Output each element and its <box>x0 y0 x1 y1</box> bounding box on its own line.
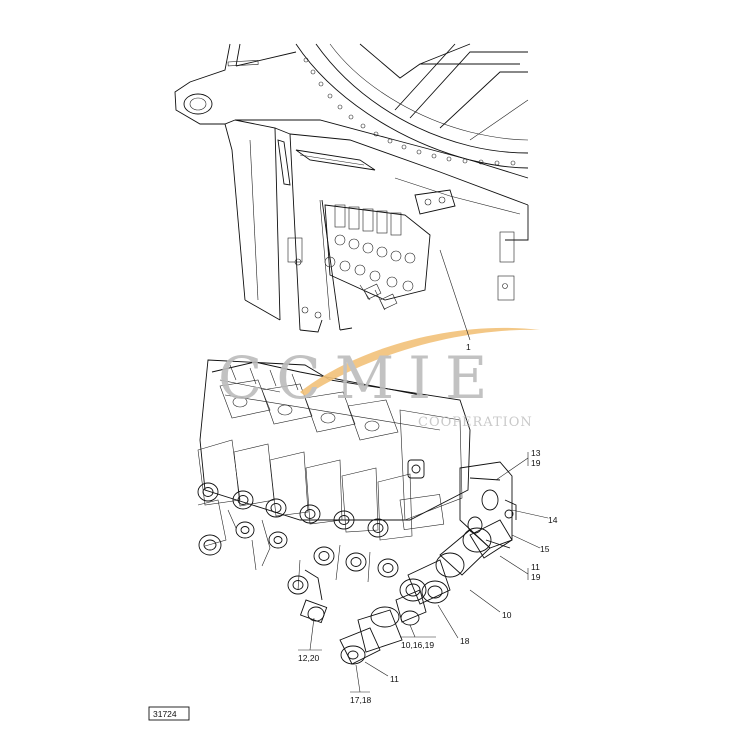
control-valve-exploded <box>197 359 517 665</box>
watermark: CCMIE COOPERATION <box>218 327 540 430</box>
watermark-subtitle: COOPERATION <box>418 415 533 430</box>
callout-11-a: 11 <box>531 562 540 572</box>
watermark-swoosh <box>300 327 540 396</box>
figure-id-box: 31724 <box>148 706 190 721</box>
callout-11-b: 11 <box>390 674 399 684</box>
callout-10-16-19: 10,16,19 <box>401 640 434 650</box>
installed-control-valve <box>324 204 431 311</box>
callout-13: 13 <box>531 448 541 458</box>
ring-bolt-holes <box>303 57 516 166</box>
callout-10: 10 <box>502 610 512 620</box>
figure-id: 31724 <box>153 709 177 719</box>
callout-19-a: 19 <box>531 458 541 468</box>
callout-15: 15 <box>540 544 550 554</box>
callout-1: 1 <box>466 342 471 352</box>
callout-leaders <box>298 249 549 693</box>
callout-17-18: 17,18 <box>350 695 372 705</box>
callout-19-b: 19 <box>531 572 541 582</box>
callout-18: 18 <box>460 636 470 646</box>
machine-frame-drawing <box>174 43 529 333</box>
callout-12-20: 12,20 <box>298 653 320 663</box>
callout-labels: 1 13 19 14 15 11 19 10 18 10,16,19 12,20… <box>298 342 558 705</box>
callout-14: 14 <box>548 515 558 525</box>
watermark-brand: CCMIE <box>218 344 501 412</box>
